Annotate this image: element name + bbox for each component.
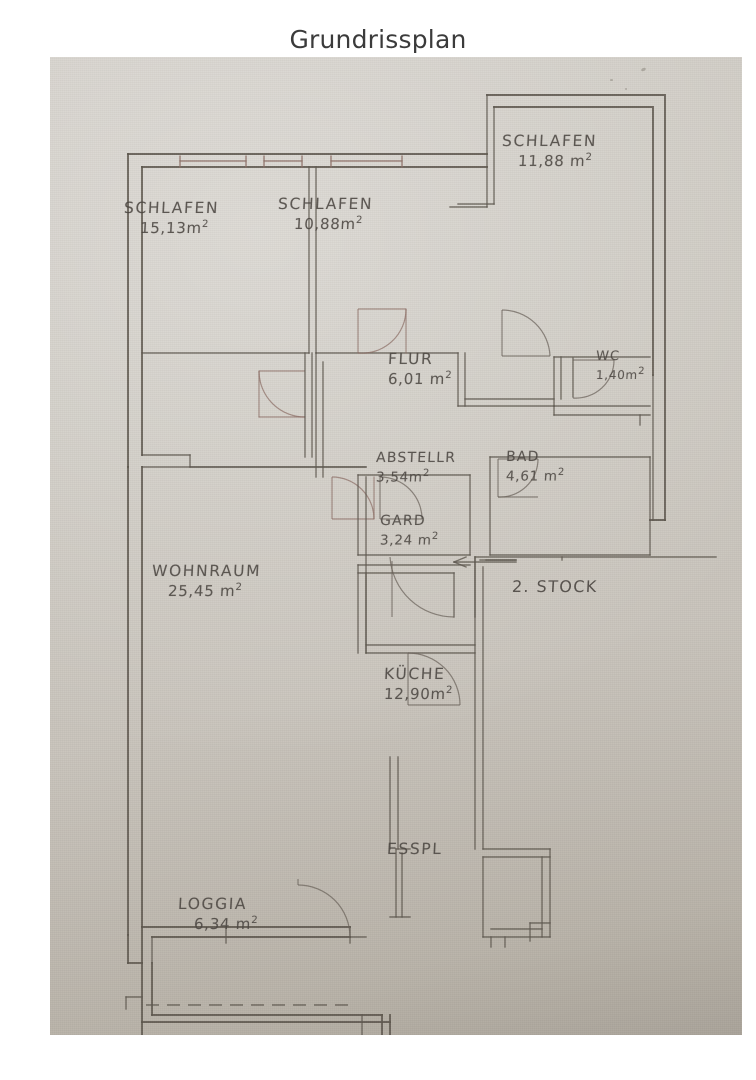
room-area: 6,01 m2 — [387, 369, 453, 388]
room-label-kueche: KÜCHE 12,90m2 — [383, 665, 454, 704]
room-label-schlafen-2: SCHLAFEN 10,88m2 — [277, 195, 374, 234]
room-area: 3,54m2 — [375, 467, 431, 486]
room-area: 10,88m2 — [293, 214, 364, 233]
floorplan-drawing: .w { fill:none; stroke:#5e584f; stroke-w… — [125, 94, 717, 1035]
room-name: FLUR — [387, 350, 434, 368]
room-name: WOHNRAUM — [151, 562, 262, 580]
room-name: LOGGIA — [177, 895, 248, 913]
room-name: GARD — [379, 513, 427, 529]
paper-speck — [640, 67, 647, 72]
room-name: SCHLAFEN — [123, 199, 220, 217]
room-name: WC — [595, 349, 621, 364]
room-label-wohnraum: WOHNRAUM 25,45 m2 — [151, 562, 262, 601]
room-area: 3,24 m2 — [379, 530, 440, 549]
room-label-flur: FLUR 6,01 m2 — [387, 350, 453, 389]
room-label-esspl: ESSPL — [386, 840, 443, 860]
room-name: KÜCHE — [383, 665, 446, 683]
room-name: ABSTELLR — [375, 450, 457, 466]
paper-speck — [610, 79, 613, 81]
floorplan-photo: .w { fill:none; stroke:#5e584f; stroke-w… — [50, 57, 742, 1035]
room-label-layer: SCHLAFEN 15,13m2 SCHLAFEN 10,88m2 SCHLAF… — [50, 57, 742, 1035]
room-area: 4,61 m2 — [505, 466, 566, 485]
room-name: SCHLAFEN — [277, 195, 374, 213]
room-area: 12,90m2 — [383, 684, 454, 703]
room-label-loggia: LOGGIA 6,34 m2 — [177, 895, 259, 934]
room-area: 6,34 m2 — [193, 914, 259, 933]
room-area: 15,13m2 — [139, 218, 210, 237]
room-area: 1,40m2 — [595, 365, 646, 382]
room-label-abstell: ABSTELLR 3,54m2 — [375, 450, 457, 487]
room-name: BAD — [505, 449, 541, 465]
room-area: 11,88 m2 — [517, 151, 593, 170]
room-label-wc: WC 1,40m2 — [595, 349, 646, 383]
room-area: 25,45 m2 — [167, 581, 243, 600]
room-label-gard: GARD 3,24 m2 — [379, 513, 440, 550]
room-label-bad: BAD 4,61 m2 — [505, 449, 566, 486]
paper-speck — [625, 88, 627, 90]
room-label-schlafen-3: SCHLAFEN 11,88 m2 — [501, 132, 598, 171]
room-name: ESSPL — [386, 840, 443, 858]
room-label-schlafen-1: SCHLAFEN 15,13m2 — [123, 199, 220, 238]
room-name: SCHLAFEN — [501, 132, 598, 150]
page-title: Grundrissplan — [289, 24, 467, 54]
floor-annotation-2-stock: 2. STOCK — [511, 577, 599, 596]
